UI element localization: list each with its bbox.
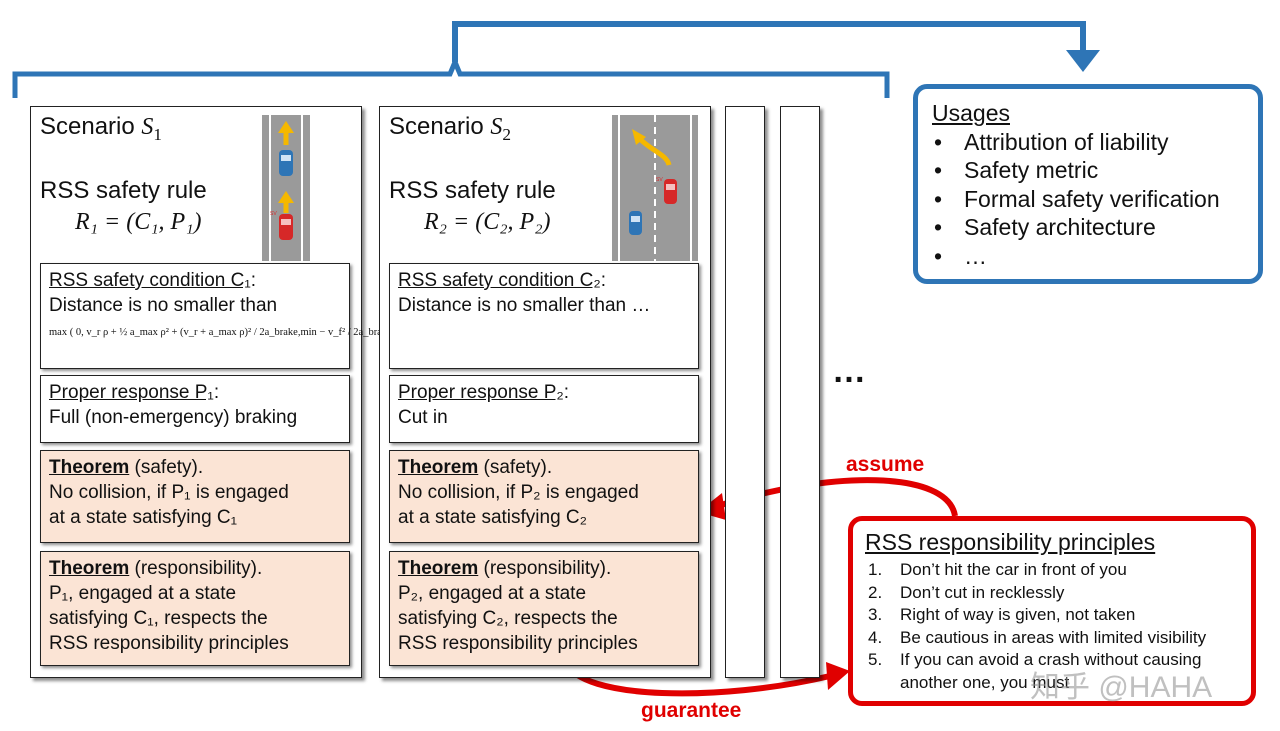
road-illustration: SV bbox=[262, 115, 310, 261]
scenario-title-text: Scenario bbox=[40, 113, 135, 140]
rule-title: RSS safety rule bbox=[389, 177, 556, 204]
theorem-line: at a state satisfying C₁ bbox=[49, 507, 238, 528]
item-number: 1. bbox=[868, 560, 883, 579]
theorem-line: satisfying C₁, respects the bbox=[49, 608, 268, 629]
theorem-heading: Theorem (safety). bbox=[398, 455, 690, 480]
condition-label-text: RSS safety condition C₂ bbox=[398, 270, 601, 291]
list-item: Formal safety verification bbox=[932, 185, 1244, 214]
curved-arrow-icon bbox=[632, 129, 672, 166]
theorem-line: satisfying C₂, respects the bbox=[398, 608, 618, 629]
condition-label-text: RSS safety condition C₁ bbox=[49, 270, 251, 291]
rule-formula: R₂ = (C₂, P₂) bbox=[424, 209, 551, 235]
theorem-word: Theorem bbox=[49, 558, 130, 579]
condition-text: Distance is no smaller than … bbox=[398, 295, 651, 316]
list-item: 5. If you can avoid a crash without causi… bbox=[865, 649, 1239, 694]
scenario-title: Scenario S2 bbox=[389, 113, 511, 145]
item-text: If you can avoid a crash without causing… bbox=[900, 650, 1202, 692]
condition-text: Distance is no smaller than bbox=[49, 295, 278, 316]
principles-title: RSS responsibility principles bbox=[865, 529, 1156, 555]
scenario-symbol: S1 bbox=[141, 114, 163, 144]
arrow-up-icon bbox=[278, 121, 294, 145]
item-number: 3. bbox=[868, 605, 883, 624]
sv-label: SV bbox=[656, 177, 663, 183]
list-item: 4. Be cautious in areas with limited visi… bbox=[865, 627, 1239, 650]
response-label: Proper response P₁: bbox=[49, 382, 220, 403]
item-text: Don’t cut in recklessly bbox=[900, 582, 1065, 602]
list-item: Safety metric bbox=[932, 156, 1244, 185]
item-number: 2. bbox=[868, 582, 883, 602]
theorem-line: No collision, if P₁ is engaged bbox=[49, 482, 289, 503]
theorem-line: P₁, engaged at a state bbox=[49, 583, 237, 604]
item-number: 4. bbox=[868, 627, 883, 647]
theorem-type: (responsibility). bbox=[483, 558, 612, 579]
list-item: Safety architecture bbox=[932, 213, 1244, 242]
rule-title: RSS safety rule bbox=[40, 177, 207, 204]
scenario-strip bbox=[780, 106, 820, 678]
safety-condition-box: RSS safety condition C₁: Distance is no … bbox=[40, 263, 419, 369]
theorem-safety-box: Theorem (safety). No collision, if P₂ is… bbox=[389, 450, 699, 543]
road-illustration: SV bbox=[612, 115, 698, 261]
blue-car-icon bbox=[279, 150, 293, 176]
item-text: Right of way is given, not taken bbox=[900, 605, 1136, 624]
response-text: Full (non-emergency) braking bbox=[49, 407, 298, 428]
item-text: Don’t hit the car in front of you bbox=[900, 560, 1127, 579]
red-car-icon bbox=[279, 214, 293, 240]
scenario-title: Scenario S1 bbox=[40, 113, 162, 145]
more-scenarios-ellipsis: … bbox=[832, 352, 871, 390]
theorem-word: Theorem bbox=[398, 558, 479, 579]
theorem-type: (safety). bbox=[483, 457, 553, 478]
theorem-word: Theorem bbox=[49, 457, 130, 478]
arrow-up-icon bbox=[278, 191, 294, 213]
theorem-line: RSS responsibility principles bbox=[398, 633, 638, 654]
blue-car-icon bbox=[629, 211, 642, 235]
response-label: Proper response P₂: bbox=[398, 382, 570, 403]
theorem-line: P₂, engaged at a state bbox=[398, 583, 587, 604]
scenario-symbol: S2 bbox=[490, 114, 512, 144]
watermark: 知乎 @HAHA bbox=[1030, 671, 1213, 704]
principles-list: 1. Don’t hit the car in front of you 2. Do… bbox=[865, 559, 1239, 694]
condition-formula: max ( 0, v_r ρ + ½ a_max ρ² + (v_r + a_m… bbox=[49, 327, 419, 338]
scenario-panel-1: Scenario S1 RSS safety rule R₁ = (C₁, P₁… bbox=[30, 106, 419, 678]
theorem-responsibility-box: Theorem (responsibility). P₁, engaged at… bbox=[40, 551, 350, 666]
scenario-strip bbox=[725, 106, 765, 678]
condition-label: RSS safety condition C₂: bbox=[398, 270, 607, 291]
usages-list: Attribution of liability Safety metric F… bbox=[932, 128, 1244, 271]
rule-formula: R₁ = (C₁, P₁) bbox=[75, 209, 202, 235]
scenario-title-text: Scenario bbox=[389, 113, 484, 140]
assume-label: assume bbox=[846, 453, 925, 476]
theorem-line: RSS responsibility principles bbox=[49, 633, 289, 654]
theorem-safety-box: Theorem (safety). No collision, if P₁ is… bbox=[40, 450, 350, 543]
theorem-word: Theorem bbox=[398, 457, 479, 478]
item-text: Be cautious in areas with limited visibi… bbox=[900, 627, 1207, 647]
item-number: 5. bbox=[868, 650, 883, 669]
sv-label: SV bbox=[270, 211, 277, 217]
list-item: 1. Don’t hit the car in front of you bbox=[865, 559, 1239, 582]
responsibility-principles-box: RSS responsibility principles 1. Don’t hi… bbox=[848, 516, 1256, 706]
theorem-heading: Theorem (responsibility). bbox=[49, 556, 341, 581]
theorem-heading: Theorem (responsibility). bbox=[398, 556, 690, 581]
theorem-heading: Theorem (safety). bbox=[49, 455, 341, 480]
guarantee-label: guarantee bbox=[641, 699, 742, 722]
theorem-type: (safety). bbox=[134, 457, 204, 478]
response-label-text: Proper response P₂ bbox=[398, 382, 564, 403]
usages-box: Usages Attribution of liability Safety m… bbox=[913, 84, 1263, 284]
theorem-responsibility-box: Theorem (responsibility). P₂, engaged at… bbox=[389, 551, 699, 666]
usages-title: Usages bbox=[932, 100, 1010, 126]
list-item: Attribution of liability bbox=[932, 128, 1244, 157]
list-item: 3. Right of way is given, not taken bbox=[865, 604, 1239, 627]
theorem-line: No collision, if P₂ is engaged bbox=[398, 482, 639, 503]
theorem-type: (responsibility). bbox=[134, 558, 263, 579]
response-text: Cut in bbox=[398, 407, 448, 428]
theorem-line: at a state satisfying C₂ bbox=[398, 507, 588, 528]
proper-response-box: Proper response P₁: Full (non-emergency)… bbox=[40, 375, 350, 443]
list-item: 2. Don’t cut in recklessly bbox=[865, 582, 1239, 605]
red-car-icon bbox=[664, 179, 677, 204]
condition-label: RSS safety condition C₁: bbox=[49, 270, 257, 291]
response-label-text: Proper response P₁ bbox=[49, 382, 214, 403]
scenario-panel-2: Scenario S2 RSS safety rule R₂ = (C₂, P₂… bbox=[379, 106, 711, 678]
proper-response-box: Proper response P₂: Cut in bbox=[389, 375, 699, 443]
list-item: … bbox=[932, 242, 1244, 271]
safety-condition-box: RSS safety condition C₂: Distance is no … bbox=[389, 263, 699, 369]
